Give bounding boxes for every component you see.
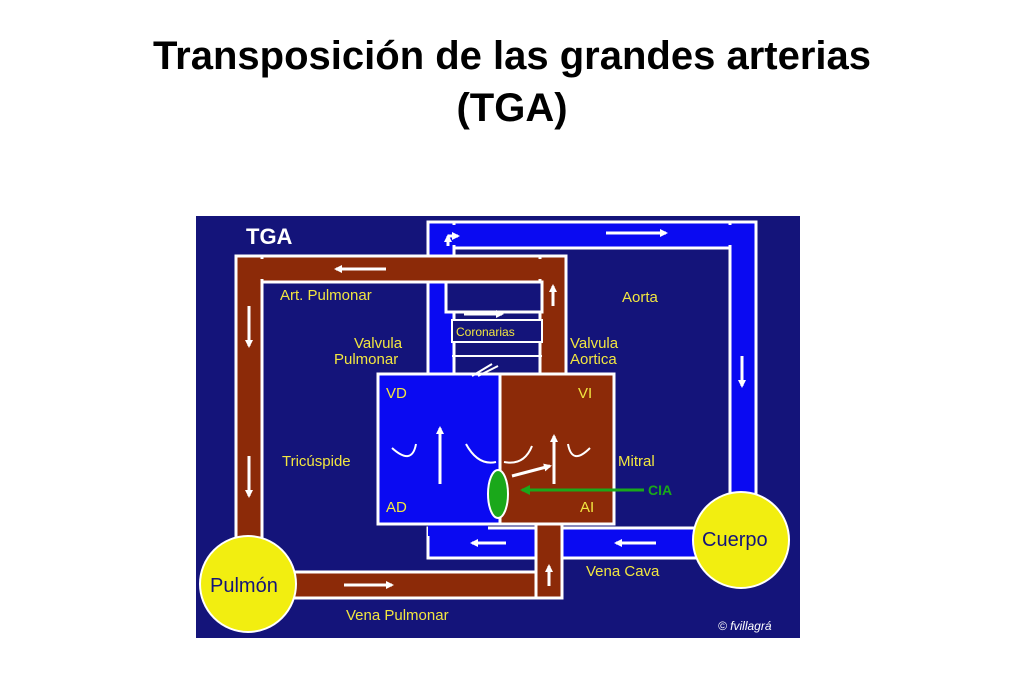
label-vi: VI — [578, 385, 592, 402]
label-ai: AI — [580, 499, 594, 516]
label-valvula-pulmonar-1: Valvula — [354, 335, 403, 352]
label-valvula-pulmonar-2: Pulmonar — [334, 351, 398, 368]
label-coronarias: Coronarias — [456, 325, 515, 339]
label-art-pulmonar: Art. Pulmonar — [280, 287, 372, 304]
cuerpo-organ — [692, 491, 790, 589]
vena-pulmonar-vessel — [260, 514, 564, 600]
left-heart — [498, 372, 616, 526]
mitral-valve — [567, 443, 591, 457]
slide-title-line-2: (TGA) — [456, 86, 568, 130]
cia-defect — [487, 469, 509, 519]
label-valvula-aortica-1: Valvula — [570, 335, 619, 352]
label-aorta: Aorta — [622, 289, 659, 306]
pulmon-organ — [199, 535, 297, 633]
slide-title: Transposición de las grandes arterias (T… — [0, 30, 1024, 134]
flow-arrows — [245, 229, 746, 589]
tricuspid-valve — [391, 443, 417, 457]
arrow-cia — [511, 463, 552, 478]
label-vena-cava: Vena Cava — [586, 563, 660, 580]
label-vd: VD — [386, 385, 407, 402]
label-mitral: Mitral — [618, 453, 655, 470]
label-pulmon: Pulmón — [210, 575, 278, 597]
label-cia: CIA — [648, 482, 672, 498]
coronarias-box — [451, 319, 543, 343]
aortic-root — [444, 280, 544, 314]
label-cuerpo: Cuerpo — [702, 529, 768, 551]
tga-tag: TGA — [246, 224, 293, 249]
slide-title-line-1: Transposición de las grandes arterias — [152, 34, 872, 78]
label-vena-pulmonar: Vena Pulmonar — [346, 607, 449, 624]
credit-text: © fvillagrá — [718, 619, 772, 633]
label-valvula-aortica-2: Aortica — [570, 351, 617, 368]
label-ad: AD — [386, 499, 407, 516]
heart — [376, 363, 616, 526]
label-tricuspide: Tricúspide — [282, 453, 351, 470]
tga-circulation-diagram: TGA Art. Pulmonar Aorta Coronarias Valvu… — [196, 216, 800, 638]
